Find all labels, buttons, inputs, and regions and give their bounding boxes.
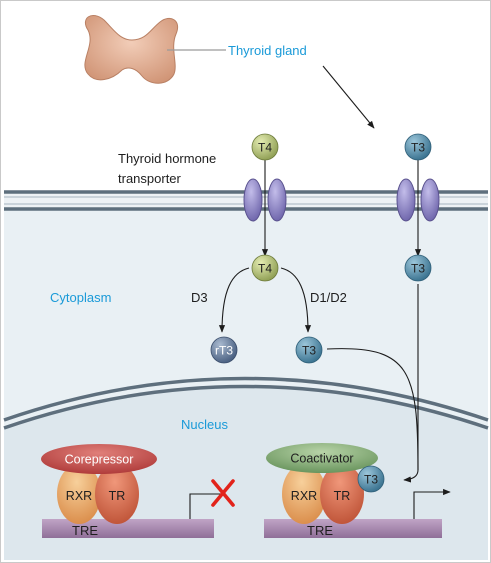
d3-label: D3: [191, 290, 208, 305]
svg-text:RXR: RXR: [66, 489, 92, 503]
x-mark-icon: [211, 479, 235, 507]
svg-text:RXR: RXR: [291, 489, 317, 503]
t3-inside: T3: [404, 254, 432, 282]
svg-text:T3: T3: [411, 262, 425, 276]
left-tre-bar: [42, 519, 214, 538]
svg-text:T3: T3: [364, 473, 378, 487]
svg-text:TR: TR: [109, 489, 126, 503]
coactivator: [266, 443, 378, 473]
t3-nuclear: T3: [357, 465, 385, 493]
transcription-arrow-icon: [413, 488, 451, 522]
gland-to-t3-arrow: [322, 65, 375, 129]
left-transcription-line: [189, 493, 222, 522]
svg-text:rT3: rT3: [215, 344, 233, 358]
right-receptor-complex: TRE RXR TR Coactivator T3: [264, 443, 442, 538]
thyroid-gland-label: Thyroid gland: [228, 43, 307, 58]
nucleus-label: Nucleus: [181, 417, 228, 432]
right-rxr: [282, 464, 326, 524]
right-tre-label: TRE: [307, 523, 333, 538]
svg-text:Corepressor: Corepressor: [65, 453, 134, 467]
d1d2-conversion-arrow: [280, 267, 312, 333]
svg-text:T4: T4: [258, 262, 272, 276]
left-rxr: [57, 464, 101, 524]
d3-conversion-arrow: [218, 267, 250, 333]
right-tre-bar: [264, 519, 442, 538]
thyroid-gland-icon: [84, 15, 178, 84]
svg-text:T3: T3: [411, 141, 425, 155]
nuclear-envelope-outer: [3, 376, 489, 422]
d1d2-label: D1/D2: [310, 290, 347, 305]
t4-outside: T4: [251, 133, 279, 161]
transporter-label-line1: Thyroid hormone: [118, 151, 216, 166]
svg-text:TR: TR: [334, 489, 351, 503]
svg-text:Coactivator: Coactivator: [290, 452, 353, 466]
svg-text:T3: T3: [302, 344, 316, 358]
right-tr: [320, 464, 364, 524]
svg-text:T4: T4: [258, 141, 272, 155]
t3-converted: T3: [295, 336, 323, 364]
rt3-molecule: rT3: [210, 336, 238, 364]
nuclear-envelope-inner: [3, 384, 489, 430]
left-receptor-complex: TRE RXR TR Corepressor: [41, 444, 214, 538]
cytoplasm-label: Cytoplasm: [50, 290, 111, 305]
t3-to-nucleus-arrow: [326, 348, 419, 483]
transporter-label-line2: transporter: [118, 171, 182, 186]
left-tr: [95, 464, 139, 524]
t3-transporter: [396, 178, 440, 222]
left-tre-label: TRE: [72, 523, 98, 538]
corepressor: [41, 444, 157, 474]
t4-transporter: [243, 178, 287, 222]
t4-inside: T4: [251, 254, 279, 282]
t3-outside: T3: [404, 133, 432, 161]
